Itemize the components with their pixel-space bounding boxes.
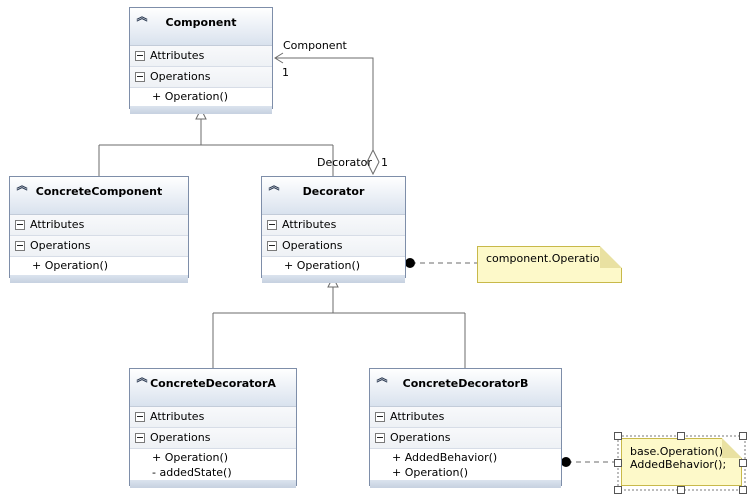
class-header: ︽ ConcreteComponent [10,177,188,215]
collapse-minus-icon[interactable] [135,51,145,61]
class-footer [370,480,561,488]
collapse-minus-icon[interactable] [267,220,277,230]
attributes-compartment[interactable]: Attributes [370,407,561,428]
operations-compartment[interactable]: Operations [10,236,188,257]
collapse-chevron-icon[interactable]: ︽ [16,179,28,192]
resize-handle[interactable] [614,486,622,494]
member-item[interactable]: + Operation() [370,465,561,480]
aggregation-line [275,57,374,150]
note-text-line: AddedBehavior(); [630,458,727,471]
operations-label: Operations [150,70,211,83]
association-source-role: Decorator [317,156,372,169]
collapse-minus-icon[interactable] [15,220,25,230]
collapse-minus-icon[interactable] [375,433,385,443]
collapse-minus-icon[interactable] [135,412,145,422]
operations-label: Operations [282,239,343,252]
class-name: ConcreteComponent [35,185,163,198]
aggregation-diamond [366,148,380,176]
association-target-role: Component [283,39,347,52]
class-footer [130,106,272,114]
resize-handle[interactable] [677,432,685,440]
comment-note-decorator[interactable]: component.Operation() [477,246,622,283]
collapse-chevron-icon[interactable]: ︽ [376,371,388,384]
collapse-minus-icon[interactable] [135,433,145,443]
resize-handle[interactable] [614,432,622,440]
generalization-arrow-component [195,107,207,120]
note-text-line: base.Operation(); [630,445,727,458]
attributes-label: Attributes [150,410,205,423]
class-footer [130,480,296,488]
operations-compartment[interactable]: Operations [262,236,405,257]
resize-handle[interactable] [677,486,685,494]
collapse-minus-icon[interactable] [267,241,277,251]
class-name: ConcreteDecoratorA [150,377,276,390]
class-name: Component [165,16,237,29]
member-item[interactable]: + AddedBehavior() [370,449,561,465]
collapse-chevron-icon[interactable]: ︽ [268,179,280,192]
collapse-minus-icon[interactable] [15,241,25,251]
note-text-line: component.Operation() [486,252,616,265]
operations-compartment[interactable]: Operations [370,428,561,449]
attributes-label: Attributes [30,218,85,231]
class-footer [10,275,188,283]
member-item[interactable]: + Operation() [262,257,405,275]
class-header: ︽ ConcreteDecoratorA [130,369,296,407]
attributes-label: Attributes [390,410,445,423]
aggregation-arrowhead [274,52,284,64]
operations-label: Operations [30,239,91,252]
operations-compartment[interactable]: Operations [130,428,296,449]
note-anchor-decorator [405,258,415,268]
resize-handle[interactable] [739,432,747,440]
member-item[interactable]: + Operation() [130,449,296,465]
member-item[interactable]: - addedState() [130,465,296,480]
operations-compartment[interactable]: Operations [130,67,272,88]
note-anchor-decorator-b [561,457,571,467]
resize-handle[interactable] [739,486,747,494]
attributes-label: Attributes [282,218,337,231]
class-concrete-decorator-b[interactable]: ︽ ConcreteDecoratorB Attributes Operatio… [369,368,562,488]
class-footer [262,275,405,283]
class-concrete-component[interactable]: ︽ ConcreteComponent Attributes Operation… [9,176,189,283]
attributes-compartment[interactable]: Attributes [130,46,272,67]
member-item[interactable]: + Operation() [10,257,188,275]
operations-label: Operations [390,431,451,444]
class-header: ︽ Component [130,8,272,46]
class-name: ConcreteDecoratorB [402,377,529,390]
operations-label: Operations [150,431,211,444]
attributes-compartment[interactable]: Attributes [130,407,296,428]
attributes-label: Attributes [150,49,205,62]
resize-handle[interactable] [739,459,747,467]
class-header: ︽ Decorator [262,177,405,215]
collapse-minus-icon[interactable] [135,72,145,82]
note-fold-icon [722,438,742,458]
class-concrete-decorator-a[interactable]: ︽ ConcreteDecoratorA Attributes Operatio… [129,368,297,488]
comment-note-decorator-b[interactable]: base.Operation(); AddedBehavior(); [621,438,742,486]
class-name: Decorator [302,185,365,198]
collapse-minus-icon[interactable] [375,412,385,422]
member-item[interactable]: + Operation() [130,88,272,106]
class-decorator[interactable]: ︽ Decorator Attributes Operations + Oper… [261,176,406,283]
attributes-compartment[interactable]: Attributes [10,215,188,236]
collapse-chevron-icon[interactable]: ︽ [136,371,148,384]
association-source-multiplicity: 1 [381,156,388,169]
class-component[interactable]: ︽ Component Attributes Operations + Oper… [129,7,273,114]
attributes-compartment[interactable]: Attributes [262,215,405,236]
collapse-chevron-icon[interactable]: ︽ [136,10,148,23]
association-target-multiplicity: 1 [282,66,289,79]
resize-handle[interactable] [614,459,622,467]
note-fold-icon [600,246,622,268]
class-header: ︽ ConcreteDecoratorB [370,369,561,407]
